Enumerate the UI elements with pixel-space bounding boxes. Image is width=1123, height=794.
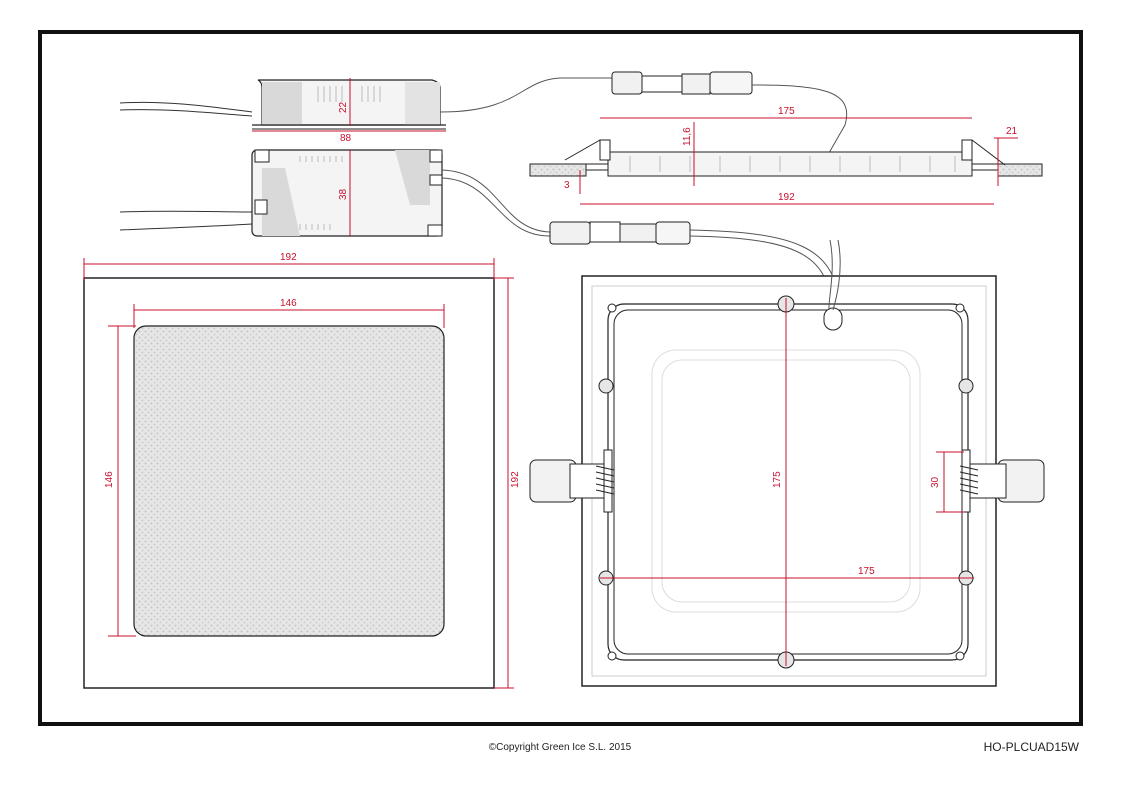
dim-front-inner-height: 146 [104,471,115,488]
dim-clip-height: 21 [1006,126,1018,137]
connector-top [560,71,848,161]
dim-front-outer-width: 192 [280,252,297,263]
model-code: HO-PLCUAD15W [983,740,1079,754]
connector-bottom [549,221,839,311]
dim-driver-length: 88 [340,133,352,144]
dim-flange-thickness: 3 [564,180,570,191]
panel-back-view [581,239,997,687]
copyright-text: ©Copyright Green Ice S.L. 2015 [488,742,632,753]
dim-driver-height: 22 [338,101,349,113]
dim-panel-side-top: 175 [778,106,795,117]
dim-back-mount-horizontal: 175 [858,566,875,577]
dim-back-mount-vertical: 175 [772,471,783,488]
dim-panel-outer-side: 192 [778,192,795,203]
panel-side-section [529,139,1043,177]
dim-panel-thickness: 11,6 [682,127,693,146]
dim-front-inner-width: 146 [280,298,297,309]
driver-top-view [119,149,551,237]
panel-front-view [83,277,495,689]
dim-front-outer-height: 192 [510,471,521,488]
dim-spring-width: 30 [930,476,941,488]
spring-clip-left [529,449,615,513]
spring-clip-right [959,449,1045,513]
sheet-border [38,30,1083,726]
driver-side-view [119,77,561,130]
dim-driver-width: 38 [338,188,349,200]
